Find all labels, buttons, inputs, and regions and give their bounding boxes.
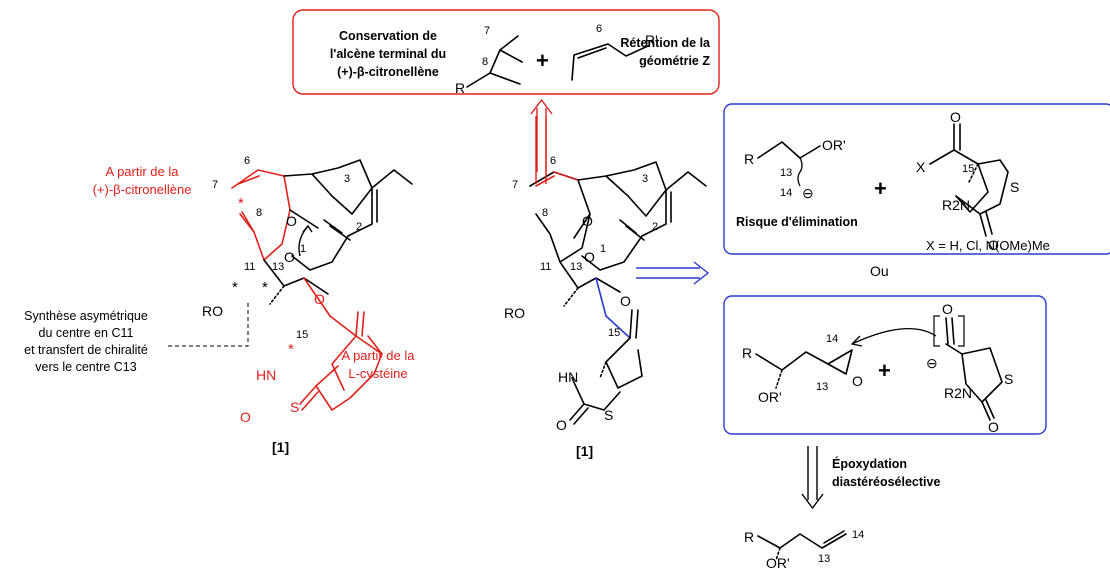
left-star-cys: * [288, 341, 294, 358]
mid-num-15: 15 [608, 327, 620, 339]
a-atom-o: O [950, 109, 961, 125]
mid-num-1: 1 [600, 243, 606, 255]
left-atom-ro: RO [202, 303, 223, 319]
top-num-6: 6 [596, 23, 602, 35]
a-plus: + [874, 176, 887, 201]
a-risk: Risque d'élimination [736, 215, 858, 229]
left-num-13: 13 [272, 261, 284, 273]
left-atom-o-thz: O [240, 409, 251, 425]
bottom-atom-orp: OR' [766, 555, 790, 568]
left-molecule: 6 7 8 * 3 2 1 11 13 15 * * * O O O RO HN… [24, 155, 415, 455]
a-atom-o2: O [988, 237, 999, 253]
a-atom-x: X [916, 159, 926, 175]
a-atom-r2n: R2N [942, 197, 970, 213]
bottom-allylic-alcohol: R OR' 14 13 [744, 529, 864, 568]
mid-atom-o-ketone: O [620, 293, 631, 309]
a-num-15: 15 [962, 163, 974, 175]
left-num-1: 1 [300, 243, 306, 255]
middle-molecule: 6 7 8 3 2 1 11 13 15 O O O RO HN S O [1] [504, 116, 707, 459]
mid-atom-o-carbonyl: O [582, 213, 593, 229]
mid-atom-s: S [604, 407, 613, 423]
b-atom-r: R [742, 345, 752, 361]
b-atom-r2n: R2N [944, 385, 972, 401]
left-star-13: * [262, 279, 268, 296]
left-atom-o-ester: O [284, 249, 295, 265]
bottom-num-13: 13 [818, 553, 830, 565]
left-ann-asym-1: Synthèse asymétrique [24, 309, 148, 323]
mid-atom-ro: RO [504, 305, 525, 321]
left-num-7: 7 [212, 179, 218, 191]
left-atom-hn: HN [256, 367, 276, 383]
mid-num-6: 6 [550, 155, 556, 167]
left-ann-asym-2: du centre en C11 [39, 326, 134, 340]
mid-num-7: 7 [512, 179, 518, 191]
retro-arrow-up [530, 98, 553, 172]
b-num-13: 13 [816, 381, 828, 393]
route-a-box: R OR' 13 14 ⊖ Risque d'élimination + O X… [723, 103, 1110, 255]
bottom-num-14: 14 [852, 529, 864, 541]
retro-arrow-right [636, 261, 710, 285]
left-num-11: 11 [244, 261, 255, 273]
top-num-8: 8 [482, 56, 488, 68]
a-atom-r: R [744, 151, 754, 167]
top-atom-rp: R' [645, 32, 658, 48]
left-atom-o-carbonyl: O [286, 213, 297, 229]
left-num-3: 3 [344, 173, 350, 185]
mid-atom-o-ester: O [584, 249, 595, 265]
left-num-6: 6 [244, 155, 250, 167]
b-atom-o-ald: O [942, 301, 953, 317]
left-atom-s: S [290, 399, 299, 415]
left-ann-cys-1: A partir de la [342, 348, 416, 363]
left-star-8: * [238, 195, 244, 212]
left-ann-citro-1: A partir de la [106, 164, 180, 179]
a-atom-s: S [1010, 179, 1019, 195]
epoxidation-label-1: Époxydation [832, 456, 907, 471]
left-ref: [1] [272, 439, 289, 455]
mid-num-3: 3 [642, 173, 648, 185]
bottom-atom-r: R [744, 529, 754, 545]
epoxidation-label-2: diastéréosélective [832, 475, 940, 489]
left-star-11: * [232, 279, 238, 296]
or-label: Ou [870, 263, 889, 279]
mid-atom-o-thz: O [556, 417, 567, 433]
a-x-options: X = H, Cl, N(OMe)Me [926, 238, 1050, 253]
mid-num-11: 11 [540, 261, 551, 273]
left-ann-asym-4: vers le centre C13 [35, 360, 136, 374]
mid-num-13: 13 [570, 261, 582, 273]
mid-atom-hn: HN [558, 369, 578, 385]
retro-arrow-down [801, 446, 824, 510]
mid-ref: [1] [576, 443, 593, 459]
a-minus: ⊖ [802, 185, 814, 201]
top-right-label-2: géométrie Z [639, 54, 710, 68]
mid-num-2: 2 [652, 221, 658, 233]
top-plus: + [536, 48, 549, 73]
left-ann-cys-2: L-cystéine [348, 366, 407, 381]
top-right-label-1: Rétention de la [620, 36, 711, 50]
left-atom-o-ketone: O [314, 291, 325, 307]
a-num-13: 13 [780, 167, 792, 179]
a-atom-orp: OR' [822, 137, 846, 153]
a-num-14: 14 [780, 187, 792, 199]
b-plus: + [878, 358, 891, 383]
b-atom-s: S [1004, 371, 1013, 387]
top-atom-r: R [455, 80, 465, 96]
b-minus: ⊖ [926, 355, 938, 371]
left-num-2: 2 [356, 221, 362, 233]
left-ann-asym-3: et transfert de chiralité [24, 343, 148, 357]
b-atom-orp: OR' [758, 389, 782, 405]
b-num-14: 14 [826, 333, 838, 345]
mid-num-8: 8 [542, 207, 548, 219]
b-atom-o-epox: O [852, 373, 863, 389]
top-left-label-3: (+)-β-citronellène [337, 65, 439, 79]
route-b-box: R OR' 14 13 O + ⊖ O R2N S O [723, 295, 1047, 435]
top-num-7: 7 [484, 25, 490, 37]
top-fragment-box: Conservation de l'alcène terminal du (+)… [292, 9, 720, 96]
left-num-8: 8 [256, 207, 262, 219]
b-atom-o2: O [988, 419, 999, 435]
top-left-label-2: l'alcène terminal du [330, 47, 446, 61]
left-num-15: 15 [296, 329, 308, 341]
top-left-label-1: Conservation de [339, 29, 437, 43]
left-ann-citro-2: (+)-β-citronellène [93, 182, 192, 197]
